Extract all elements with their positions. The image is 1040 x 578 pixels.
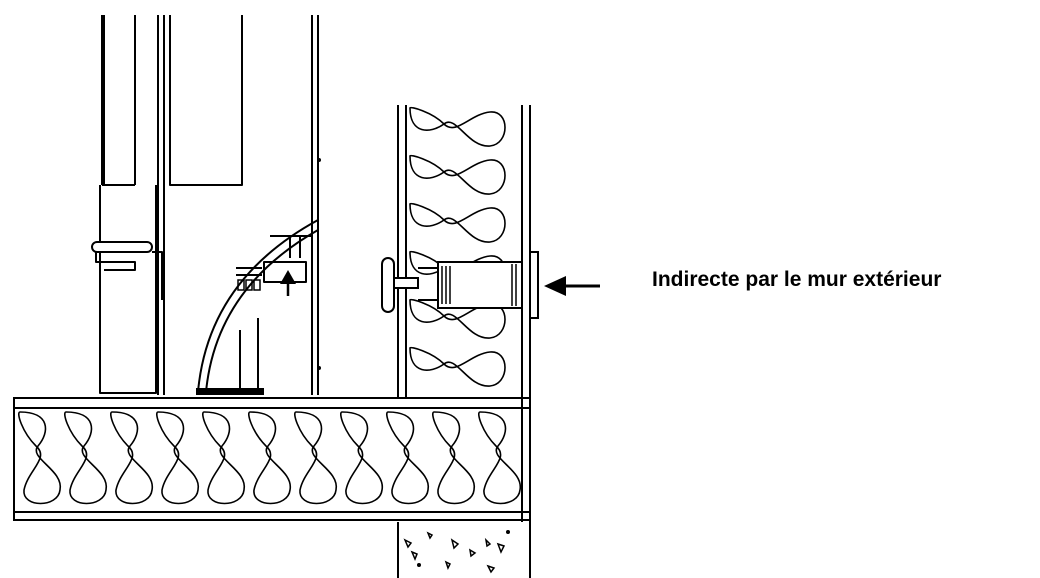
floor-insulation-batt [432,411,475,505]
floor-insulation-batt [386,411,429,505]
floor-insulation-batt [156,411,199,505]
stove-body [91,15,321,395]
floor-insulation-batt [248,411,291,505]
floor-insulation [13,397,531,521]
wall-insulation-batt [409,202,506,243]
intake-label: Indirecte par le mur extérieur [652,268,942,291]
floor-insulation-batt [340,411,383,505]
floor-insulation-batt [110,411,153,505]
exterior-wall [397,105,531,522]
air-intake-duct [381,251,539,319]
wall-insulation-batt [409,298,506,339]
floor-insulation-batt [478,411,521,505]
floor-insulation-batt [202,411,245,505]
floor-insulation-batt [64,411,107,505]
pointer-arrow [544,276,600,296]
floor-insulation-batt [294,411,337,505]
wall-insulation-batt [409,106,506,147]
foundation [397,522,531,578]
wall-insulation-batt [409,346,506,387]
floor-insulation-batt [18,411,61,505]
wall-insulation-batt [409,154,506,195]
